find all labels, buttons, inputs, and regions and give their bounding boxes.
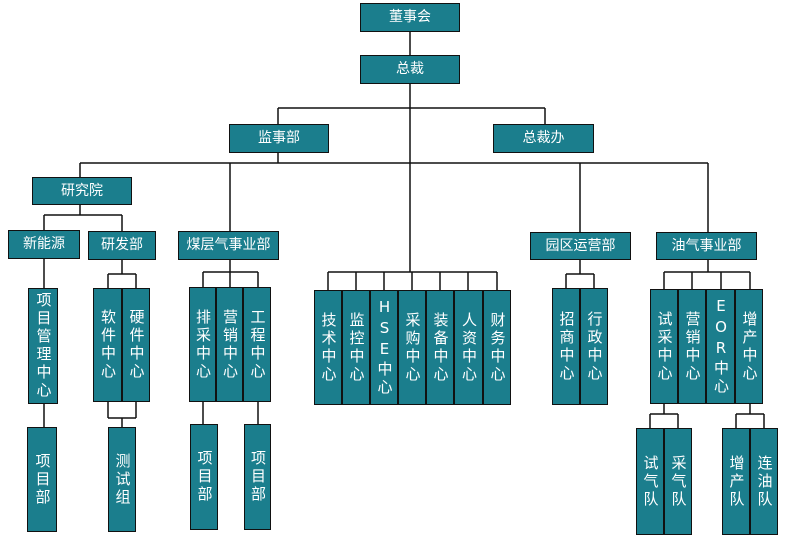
test-production-center-box: 试采中心 [650, 289, 678, 404]
hardware-center-box: 硬件中心 [122, 288, 150, 402]
equipment-center-box: 装备中心 [426, 290, 454, 405]
stimulation-team-box: 增产队 [722, 428, 750, 535]
coiled-tubing-team-box: 连油队 [750, 428, 778, 535]
software-center-box: 软件中心 [93, 288, 122, 402]
board-box: 董事会 [360, 3, 460, 32]
marketing-center-1-box: 营销中心 [216, 287, 243, 402]
supervision-box: 监事部 [229, 124, 329, 153]
new-energy-box: 新能源 [8, 230, 80, 259]
tech-center-box: 技术中心 [314, 290, 342, 405]
project-dept-3-box: 项目部 [244, 424, 271, 530]
cbm-division-box: 煤层气事业部 [178, 231, 279, 260]
admin-center-box: 行政中心 [580, 288, 608, 405]
rnd-box: 研发部 [88, 231, 156, 260]
project-dept-1-box: 项目部 [27, 427, 57, 532]
monitoring-center-box: 监控中心 [342, 290, 370, 405]
hr-center-box: 人资中心 [454, 290, 483, 405]
finance-center-box: 财务中心 [483, 290, 511, 405]
project-management-center-box: 项目管理中心 [28, 288, 58, 404]
research-institute-box: 研究院 [32, 177, 132, 205]
president-box: 总裁 [360, 55, 460, 84]
gas-production-team-box: 采气队 [664, 428, 692, 535]
engineering-center-box: 工程中心 [243, 287, 271, 402]
test-group-box: 测试组 [108, 427, 136, 532]
project-dept-2-box: 项目部 [190, 424, 218, 530]
test-gas-team-box: 试气队 [636, 428, 664, 535]
hse-center-box: HSE中心 [370, 290, 398, 405]
park-operations-box: 园区运营部 [530, 232, 631, 260]
investment-center-box: 招商中心 [552, 288, 580, 405]
stimulation-center-box: 增产中心 [735, 289, 763, 404]
president-office-box: 总裁办 [493, 124, 594, 153]
oil-gas-division-box: 油气事业部 [656, 232, 757, 260]
eor-center-box: EOR中心 [706, 289, 735, 404]
marketing-center-2-box: 营销中心 [678, 289, 706, 404]
procurement-center-box: 采购中心 [398, 290, 426, 405]
drainage-center-box: 排采中心 [189, 287, 216, 402]
